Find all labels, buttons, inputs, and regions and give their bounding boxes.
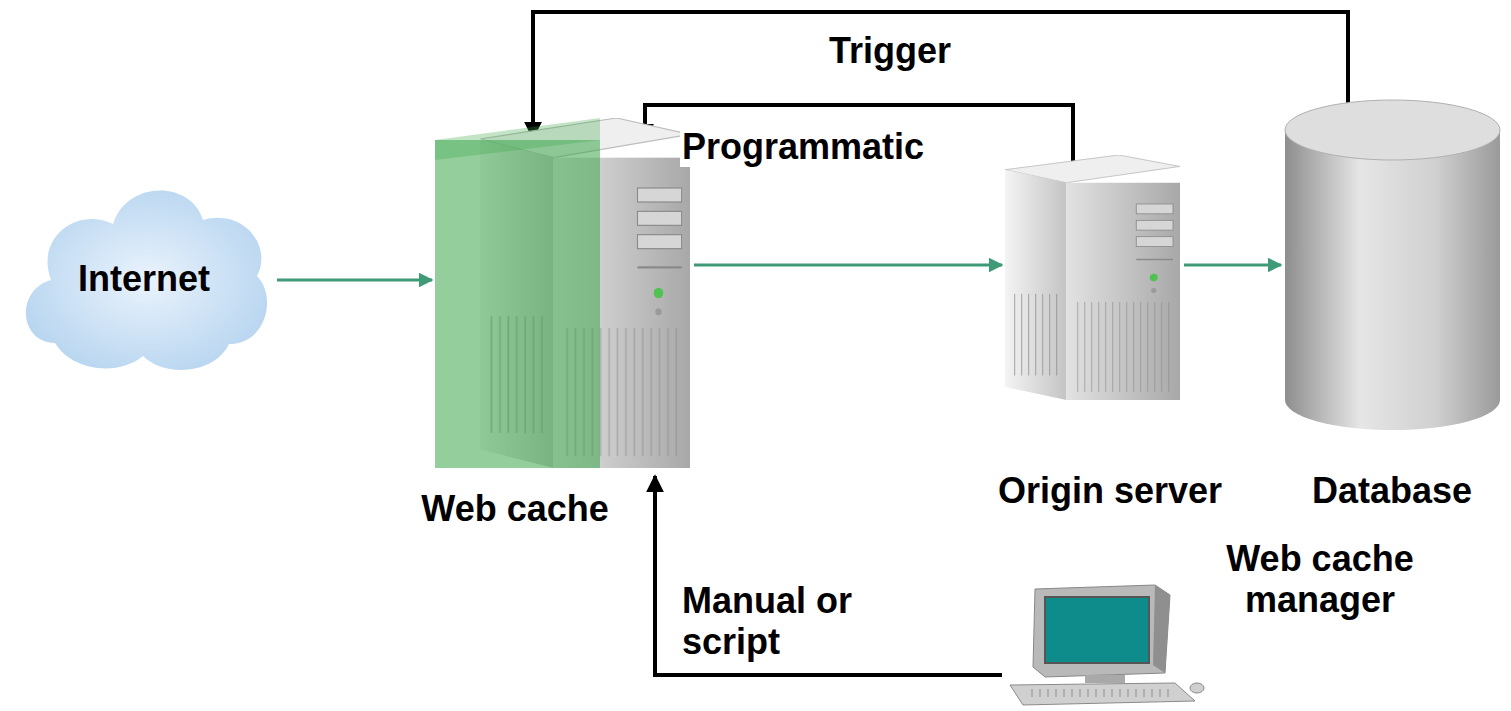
node-label: Origin server [998, 470, 1222, 511]
computer-icon [1010, 585, 1204, 705]
node-label: Web cache manager [1200, 538, 1440, 621]
node-label: Web cache [421, 488, 608, 529]
cloud-node: Internet [15, 168, 273, 378]
node-label: Internet [78, 258, 210, 299]
connector-arrow [533, 12, 1348, 138]
cloud-shape [26, 190, 267, 369]
node-label: Database [1312, 470, 1472, 511]
origin-server-icon [1005, 155, 1180, 400]
database-cylinder [1285, 100, 1500, 430]
connector-arrow [277, 279, 432, 282]
connector-label: Programmatic [680, 126, 926, 167]
connector-arrow [694, 264, 1002, 267]
computer-node: Web cache manager [1005, 585, 1205, 705]
connector-label: Manual or script [680, 580, 914, 663]
connector-arrow [655, 476, 1002, 675]
connector-arrow [645, 105, 1073, 179]
database-node: Database [1285, 100, 1500, 430]
web-cache-icon [435, 118, 690, 468]
cache-server-node: Web cache [435, 118, 690, 468]
connector-arrow [1184, 264, 1281, 267]
connector-label: Trigger [827, 30, 953, 71]
server-node: Origin server [1005, 155, 1180, 400]
